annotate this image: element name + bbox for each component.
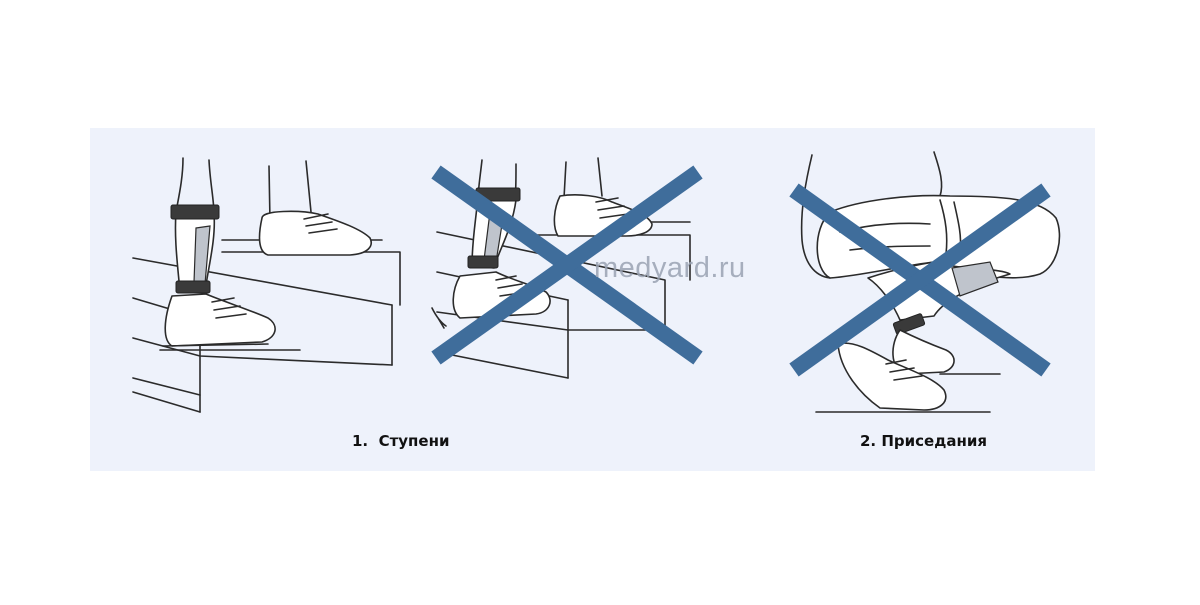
front-leg-1	[162, 157, 276, 347]
squat-strap	[892, 313, 926, 335]
lower-strap-2	[467, 255, 499, 269]
back-leg-1	[258, 160, 372, 256]
watermark-text: medyard.ru	[594, 252, 746, 284]
cross-mark-stairs	[431, 165, 703, 365]
cross-mark-squat	[789, 183, 1051, 377]
stairs-correct-illustration	[132, 157, 401, 413]
upper-strap-1	[170, 204, 220, 220]
lower-strap-1	[175, 280, 211, 294]
caption-stairs: 1. Ступени	[352, 432, 450, 450]
caption-squats: 2. Приседания	[860, 432, 987, 450]
